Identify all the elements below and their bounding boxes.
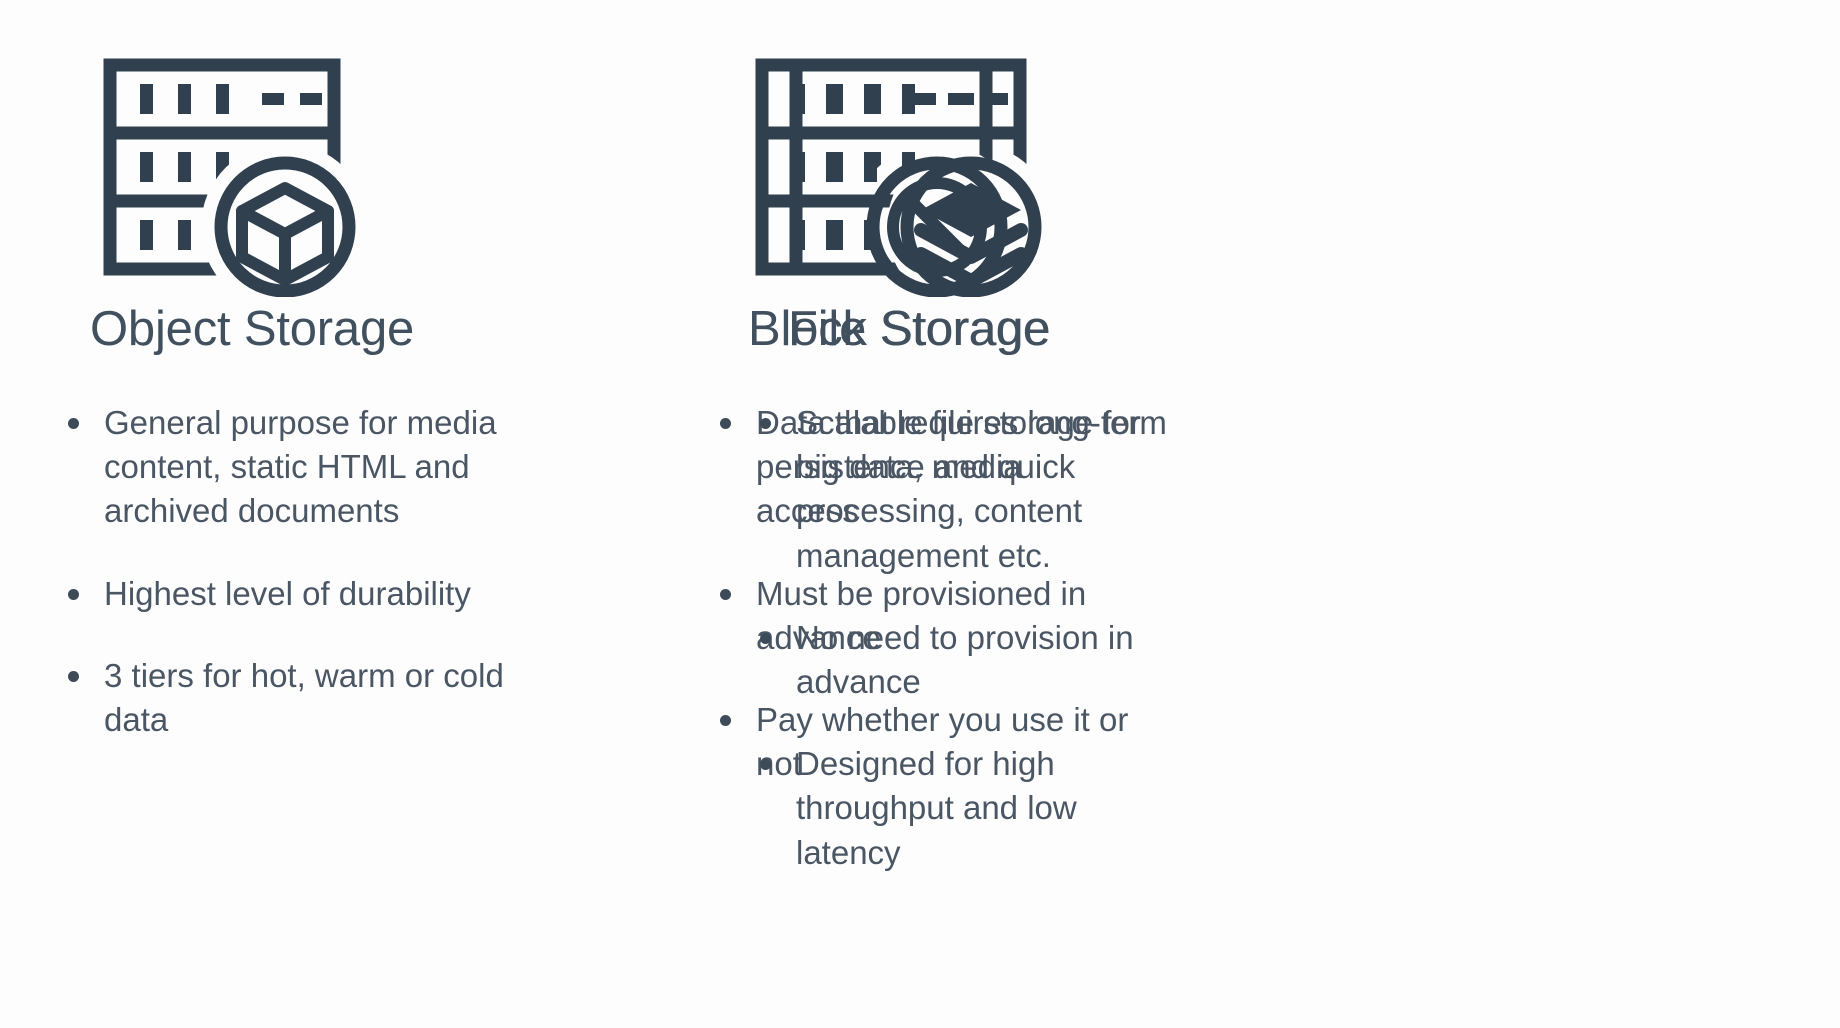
feature-list-object-storage: General purpose for media content, stati… bbox=[48, 401, 518, 742]
list-item-label: Scalable file storage for big data, medi… bbox=[796, 403, 1141, 574]
feature-list-block-storage: Data that requires long-term persistence… bbox=[700, 401, 1170, 787]
bullet-dot-icon bbox=[720, 715, 731, 727]
list-item-label: Data that requires long-term persistence… bbox=[756, 403, 1167, 530]
object-storage-icon-wrap bbox=[48, 0, 608, 300]
bullet-dot-icon bbox=[720, 588, 731, 600]
list-item: Must be provisioned in advance bbox=[700, 572, 1170, 660]
server-rack-with-layers-badge-icon bbox=[789, 58, 1042, 297]
bullet-dot-icon bbox=[760, 759, 771, 771]
list-item: No need to provision in advance bbox=[740, 616, 1170, 704]
list-item: 3 tiers for hot, warm or cold data bbox=[48, 654, 518, 742]
server-rack-with-cube-badge-icon bbox=[103, 58, 356, 297]
list-item: Data that requires long-term persistence… bbox=[700, 401, 1170, 534]
badge-circle bbox=[214, 156, 356, 297]
bullet-dot-icon bbox=[68, 670, 79, 682]
column-file-storage: File Storage Scalable file storage for b… bbox=[0, 0, 1141, 1028]
list-item-label: Must be provisioned in advance bbox=[756, 574, 1087, 656]
list-item: Designed for high throughput and low lat… bbox=[740, 742, 1170, 875]
layers-icon bbox=[914, 183, 1028, 288]
list-item-label: Pay whether you use it or not bbox=[756, 701, 1129, 783]
list-item-label: Highest level of durability bbox=[104, 574, 471, 612]
page-title-block-storage: Block Storage bbox=[748, 302, 1051, 356]
column-block-storage: Block Storage Data that requires long-te… bbox=[0, 0, 1167, 1028]
list-item: Highest level of durability bbox=[48, 572, 518, 616]
bullet-dot-icon bbox=[68, 588, 79, 600]
list-item-label: General purpose for media content, stati… bbox=[104, 403, 497, 530]
badge-circle bbox=[900, 156, 1042, 297]
list-item-label: Designed for high throughput and low lat… bbox=[796, 745, 1077, 871]
cube-icon bbox=[236, 182, 334, 286]
list-item-label: No need to provision in advance bbox=[796, 618, 1134, 701]
bullet-dot-icon bbox=[760, 417, 771, 429]
bullet-dot-icon bbox=[68, 417, 79, 429]
page-title-object-storage: Object Storage bbox=[90, 302, 415, 356]
list-item: Pay whether you use it or not bbox=[700, 698, 1170, 786]
list-item: Scalable file storage for big data, medi… bbox=[740, 401, 1170, 578]
bullet-dot-icon bbox=[760, 632, 771, 644]
feature-list-file-storage: Scalable file storage for big data, medi… bbox=[740, 401, 1170, 875]
page-title-file-storage: File Storage bbox=[788, 302, 1050, 356]
bullet-dot-icon bbox=[720, 417, 731, 429]
column-object-storage: Object Storage General purpose for media… bbox=[0, 0, 660, 1028]
list-item-label: 3 tiers for hot, warm or cold data bbox=[104, 656, 504, 739]
file-storage-icon-wrap bbox=[740, 0, 1300, 300]
list-item: General purpose for media content, stati… bbox=[48, 401, 518, 534]
